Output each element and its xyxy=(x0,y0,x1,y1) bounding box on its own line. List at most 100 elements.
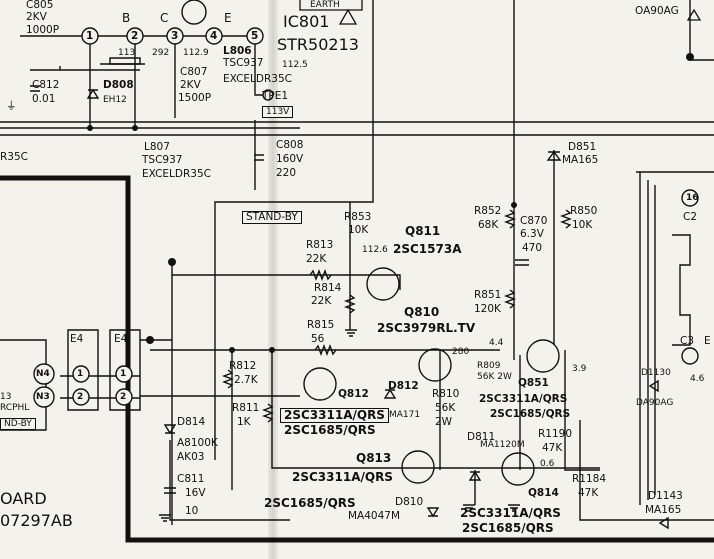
label-r809-value: 56K 2W xyxy=(477,372,512,382)
label-r852-value: 68K xyxy=(478,219,499,231)
label-e-cut: E xyxy=(704,335,711,347)
transistor-q851 xyxy=(526,339,560,373)
label-l806: L806 xyxy=(223,45,252,57)
label-e4-right: E4 xyxy=(114,333,128,345)
resistor-r811 xyxy=(262,403,274,423)
label-r850: R850 xyxy=(570,205,598,217)
pin-e4-2-label: 2 xyxy=(120,392,127,402)
pin-e4-2 xyxy=(115,388,133,406)
wire-base-bus xyxy=(171,262,401,340)
label-q814-part-a: 2SC3311A/QRS xyxy=(460,506,561,520)
label-c808-rating: 160V xyxy=(276,153,304,165)
label-v112: 112.6 xyxy=(362,245,388,255)
wire-c811 xyxy=(169,440,290,521)
resistor-r850 xyxy=(560,209,572,229)
ground-symbol-icon: ⏚ xyxy=(6,100,17,112)
label-l807-type: TSC937 xyxy=(142,154,183,166)
label-c870-rating: 6.3V xyxy=(520,228,544,240)
resistor-r815 xyxy=(314,344,337,356)
junction-dot xyxy=(511,202,517,208)
label-r852: R852 xyxy=(474,205,502,217)
label-d808-type: EH12 xyxy=(103,95,127,105)
pin-4-ring xyxy=(205,27,223,45)
wire-r1184 xyxy=(579,420,714,521)
resistor-r852 xyxy=(504,209,516,229)
label-l807: L807 xyxy=(144,141,170,153)
junction-dot xyxy=(686,53,694,61)
label-q810-part: 2SC3979RL.TV xyxy=(377,321,476,335)
diode-d811 xyxy=(468,470,482,481)
label-r1190: R1190 xyxy=(538,428,573,440)
wire-right-top xyxy=(689,0,714,61)
label-c807-rating: 2KV xyxy=(180,79,201,91)
label-r810-value: 56K xyxy=(435,402,456,414)
label-r811-value: 1K xyxy=(237,416,251,428)
label-c805-rating: 2KV xyxy=(26,11,47,23)
label-q812-part-b: 2SC1685/QRS xyxy=(284,423,376,437)
paper-fold xyxy=(268,0,278,559)
label-q811-part: 2SC1573A xyxy=(393,242,462,256)
pin-2-ring xyxy=(126,27,144,45)
label-c812-value: 0.01 xyxy=(32,93,56,105)
label-q812: Q812 xyxy=(338,388,369,400)
diode-d808 xyxy=(86,88,100,99)
capacitor-c870 xyxy=(515,259,529,266)
connector-e4-right xyxy=(109,329,141,411)
label-q810: Q810 xyxy=(404,305,440,319)
label-q814: Q814 xyxy=(528,487,559,499)
label-r812: R812 xyxy=(229,360,257,372)
label-da90ag: DA90AG xyxy=(636,398,674,408)
label-r814: R814 xyxy=(314,282,342,294)
label-r1190-value: 47K xyxy=(542,442,563,454)
resistor-r812 xyxy=(222,369,234,389)
label-c2: C2 xyxy=(683,211,698,223)
pin-n3-left xyxy=(72,388,90,406)
label-d810: D810 xyxy=(395,496,424,508)
resistor-r851 xyxy=(504,289,516,309)
earth-box xyxy=(299,0,363,11)
ground-q813 xyxy=(463,504,475,512)
label-q814-part-b: 2SC1685/QRS xyxy=(462,521,554,535)
label-n4: N4 xyxy=(36,369,50,379)
pin-n4-left xyxy=(72,365,90,383)
label-d1143: D1143 xyxy=(648,490,683,502)
ground-q814 xyxy=(508,504,520,512)
label-q813-part: 2SC3311A/QRS xyxy=(292,470,393,484)
label-r811: R811 xyxy=(232,402,260,414)
pin-n3-2: 2 xyxy=(77,392,84,402)
pin-n4-ring xyxy=(33,363,55,385)
label-r815: R815 xyxy=(307,319,335,331)
label-c811-value: 10 xyxy=(185,505,199,517)
junction-dot xyxy=(132,125,138,131)
label-d814-type2: AK03 xyxy=(177,451,205,463)
pin-3-ring xyxy=(166,27,184,45)
pin-n3-ring xyxy=(33,386,55,408)
label-r853-value: 10K xyxy=(348,224,369,236)
label-c805: C805 xyxy=(26,0,54,11)
label-r813-value: 22K xyxy=(306,253,327,265)
diode-d851 xyxy=(546,150,562,161)
label-q813: Q813 xyxy=(356,451,392,465)
capacitor-c811 xyxy=(164,487,176,494)
capacitor-c812 xyxy=(30,85,40,92)
transistor-q810 xyxy=(418,348,452,382)
pin-4: 4 xyxy=(210,30,218,42)
connector-e4-left xyxy=(67,329,99,411)
label-l807-core: EXCELDR35C xyxy=(142,168,211,180)
label-v46: 4.6 xyxy=(690,374,705,384)
junction-dot xyxy=(269,347,275,353)
pin-letter-b: B xyxy=(122,11,131,25)
pin-5: 5 xyxy=(251,30,259,42)
label-n3: N3 xyxy=(36,392,50,402)
label-v44: 4.4 xyxy=(489,338,504,348)
label-d808: D808 xyxy=(103,79,134,91)
board-outline xyxy=(0,175,714,543)
label-c870: C870 xyxy=(520,215,548,227)
label-pin-16: 16 xyxy=(686,193,699,203)
label-c812: C812 xyxy=(32,79,60,91)
label-c811: C811 xyxy=(177,473,205,485)
tpe1-terminal xyxy=(262,89,274,101)
transistor-top xyxy=(181,0,207,25)
